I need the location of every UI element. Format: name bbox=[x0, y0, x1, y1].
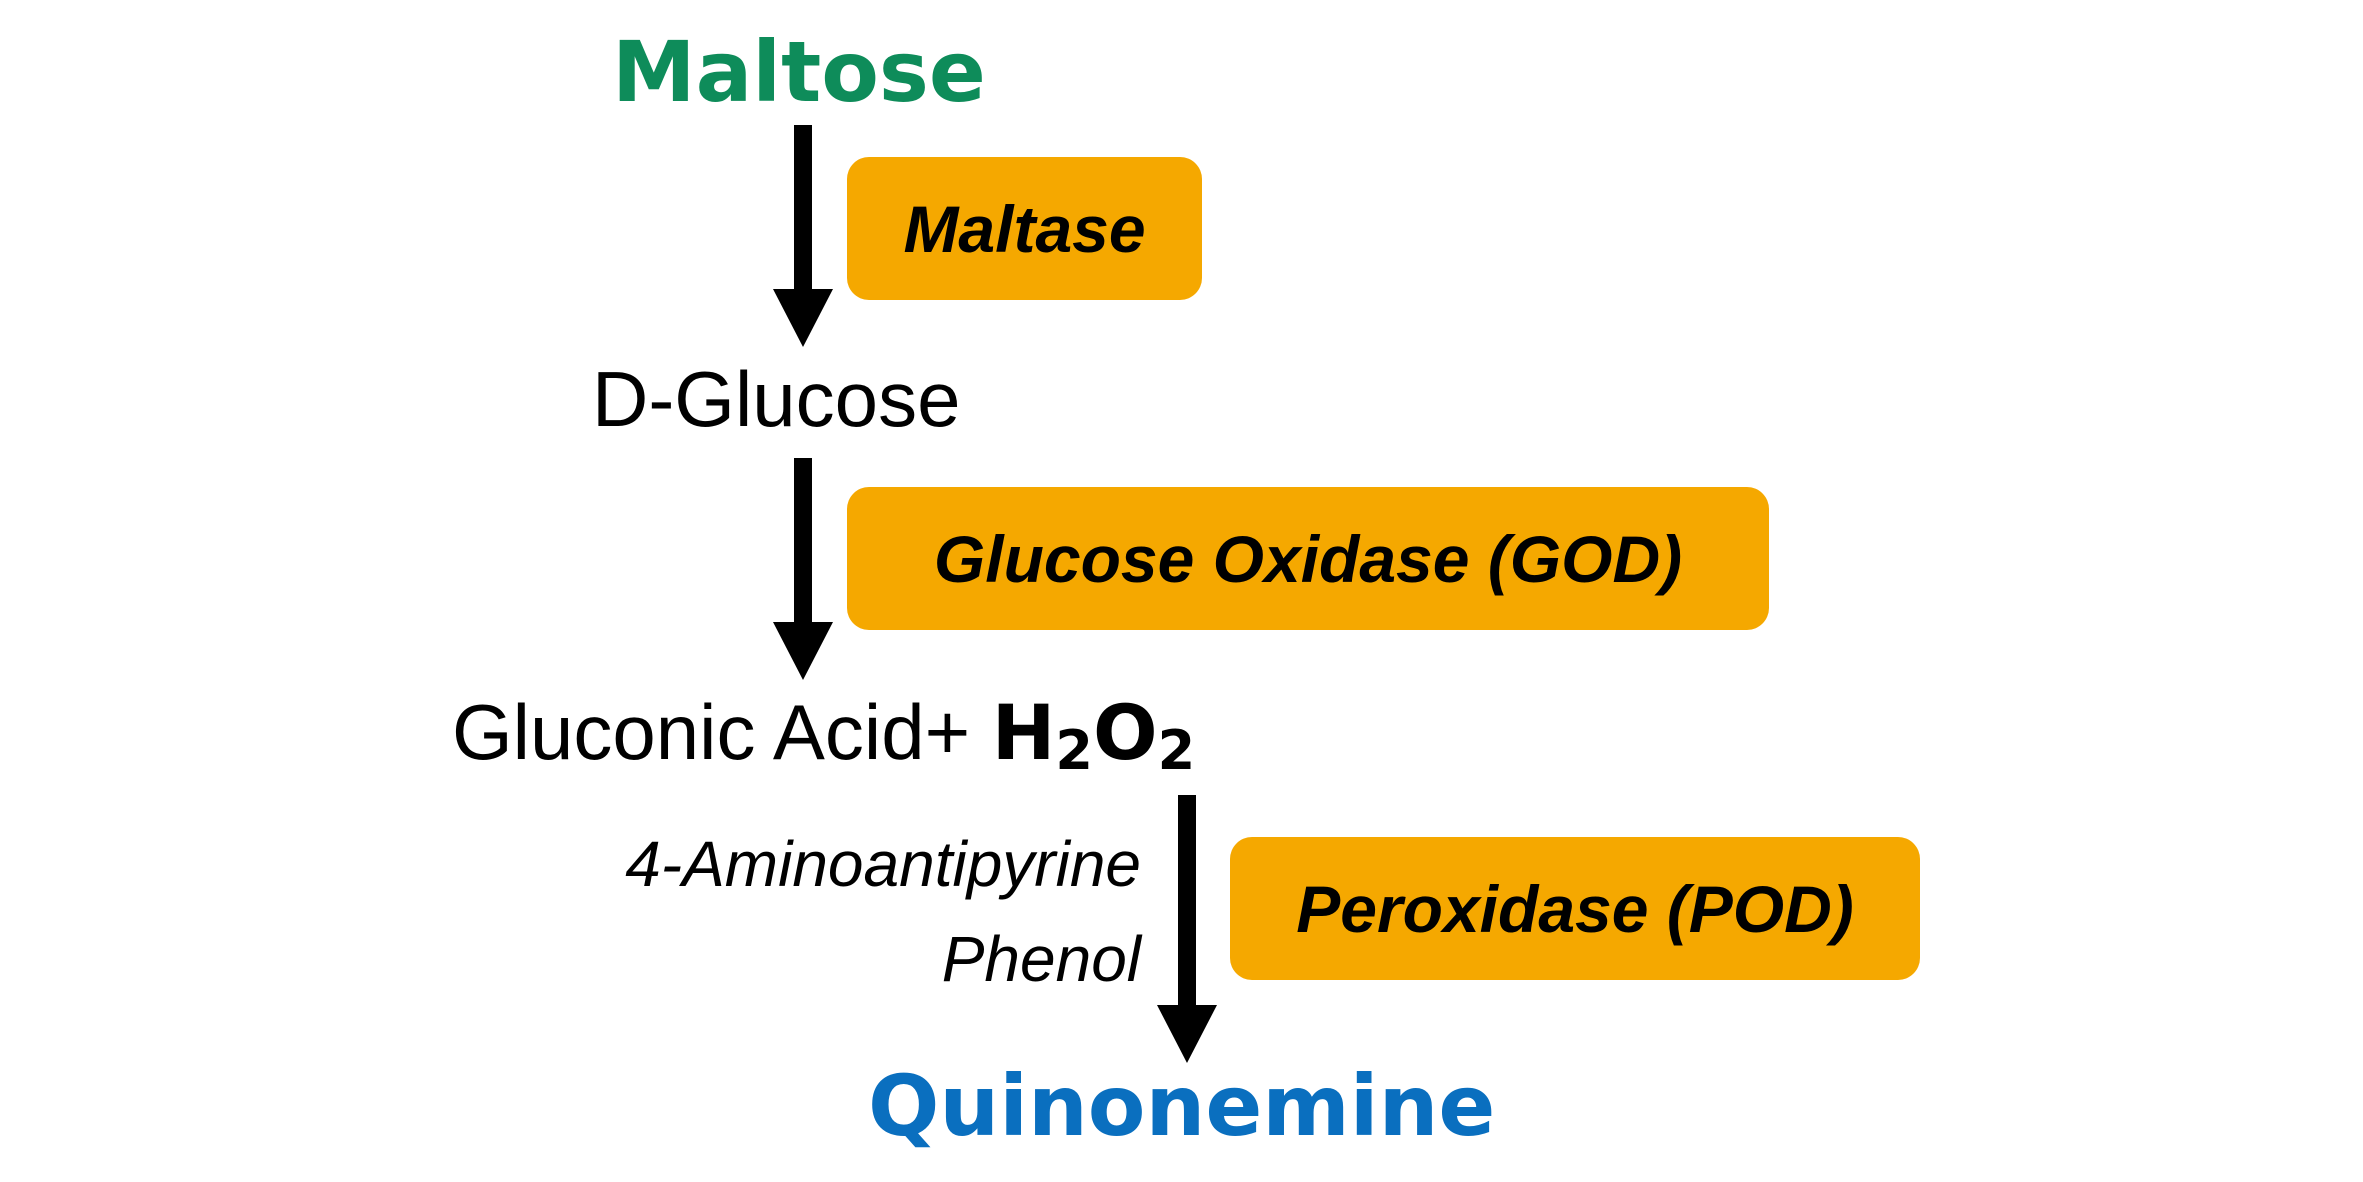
enzyme-label-peroxidase: Peroxidase (POD) bbox=[1296, 871, 1854, 946]
enzyme-box-peroxidase: Peroxidase (POD) bbox=[1230, 837, 1920, 980]
enzyme-label-maltase: Maltase bbox=[903, 191, 1146, 266]
reagent-phenol: Phenol bbox=[941, 923, 1141, 995]
arrow-down-3 bbox=[1157, 795, 1217, 1065]
substrate-maltose: Maltose bbox=[612, 23, 986, 121]
intermediate-gluconic-acid-h2o2: Gluconic Acid+ H2O2 bbox=[452, 693, 1195, 778]
enzyme-box-maltase: Maltase bbox=[847, 157, 1202, 300]
enzyme-label-glucose-oxidase: Glucose Oxidase (GOD) bbox=[933, 521, 1683, 596]
product-quinonemine: Quinonemine bbox=[868, 1057, 1496, 1155]
arrow-down-1 bbox=[773, 125, 833, 347]
intermediate-d-glucose: D-Glucose bbox=[592, 355, 961, 443]
reagent-aminoantipyrine: 4-Aminoantipyrine bbox=[625, 828, 1141, 900]
gluconic-acid-label: Gluconic Acid+ bbox=[452, 688, 992, 776]
h2o2-formula: H2O2 bbox=[991, 688, 1196, 782]
enzyme-box-glucose-oxidase: Glucose Oxidase (GOD) bbox=[847, 487, 1769, 630]
arrow-down-2 bbox=[773, 458, 833, 680]
